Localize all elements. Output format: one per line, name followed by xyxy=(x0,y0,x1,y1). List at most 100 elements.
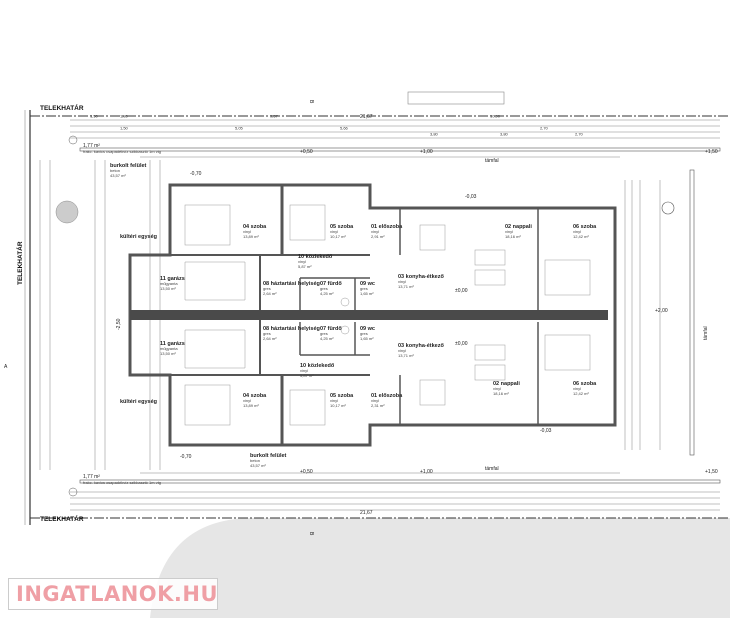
room-area: 13,89 m² xyxy=(243,234,259,239)
room-name: 10 közlekedő xyxy=(298,254,333,260)
room-floor: vinyl xyxy=(300,368,308,373)
outdoor-unit-top: kültéri egység xyxy=(120,234,157,240)
room-name: 04 szoba xyxy=(243,393,267,399)
room-floor: műgyanta xyxy=(160,281,178,286)
room-floor: vinyl xyxy=(330,398,338,403)
paving-material-top: beton xyxy=(110,168,120,173)
room-area: 10,17 m² xyxy=(330,403,346,408)
dimension-label: 3,80 xyxy=(500,132,509,137)
room-floor: gres xyxy=(320,286,328,291)
overall-width-top: 21,67 xyxy=(360,114,373,120)
room-floor: vinyl xyxy=(573,229,581,234)
room-name: 04 szoba xyxy=(243,224,267,230)
room-floor: műgyanta xyxy=(160,346,178,351)
room-area: 13,50 m² xyxy=(160,286,176,291)
room-floor: gres xyxy=(263,331,271,336)
dimension-label: 9,57 xyxy=(270,114,279,119)
drain-icon xyxy=(68,487,78,497)
room-name: 02 nappali xyxy=(505,224,532,230)
room-floor: vinyl xyxy=(298,259,306,264)
room-floor: gres xyxy=(360,286,368,291)
room-name: 02 nappali xyxy=(493,381,520,387)
room-name: 01 előszoba xyxy=(371,393,403,399)
level-mark: ±0,00 xyxy=(455,341,468,347)
level-mark: +0,50 xyxy=(300,149,313,155)
level-mark: +1,00 xyxy=(420,149,433,155)
room-area: 18,16 m² xyxy=(493,391,509,396)
level-mark: -0,03 xyxy=(540,428,552,434)
dimension-label: 5,66 xyxy=(340,126,349,131)
retaining-wall-label-right: támfal xyxy=(703,326,709,340)
watermark-text: INGATLANOK.HU xyxy=(16,582,219,606)
paving-area-bottom: 43,57 m² xyxy=(250,463,266,468)
room-area: 10,17 m² xyxy=(330,234,346,239)
retaining-wall-bottom xyxy=(79,479,721,484)
room-floor: vinyl xyxy=(398,279,406,284)
drain-icon xyxy=(68,135,78,145)
room-name: 09 wc xyxy=(360,326,375,332)
dimension-label: 2,70 xyxy=(575,132,584,137)
room-floor: vinyl xyxy=(243,229,251,234)
room-floor: gres xyxy=(320,331,328,336)
axis-a-label: A xyxy=(4,364,8,370)
room-area: 1,65 m² xyxy=(360,336,374,341)
room-floor: vinyl xyxy=(505,229,513,234)
room-area: 2,91 m² xyxy=(371,234,385,239)
retaining-wall-label-bottom: támfal xyxy=(485,466,499,472)
level-mark: -0,03 xyxy=(465,194,477,200)
room-name: 06 szoba xyxy=(573,381,597,387)
room-area: 13,71 m² xyxy=(398,353,414,358)
dimension-label: 5,05 xyxy=(235,126,244,131)
gravel-area-bottom: 1,77 m² xyxy=(83,474,100,480)
retaining-wall-label-top: támfal xyxy=(485,158,499,164)
room-name: 07 fürdő xyxy=(320,281,342,287)
gravel-desc-bottom: frakc. kavics csapadékvíz szikkasztó 1m … xyxy=(83,480,161,485)
level-mark: +1,50 xyxy=(705,149,718,155)
room-area: 2,31 m² xyxy=(371,403,385,408)
furniture xyxy=(184,204,591,426)
paving-label-bottom: burkolt felület xyxy=(250,453,287,459)
room-floor: vinyl xyxy=(493,386,501,391)
room-area: 13,71 m² xyxy=(398,284,414,289)
paving-material-bottom: beton xyxy=(250,458,260,463)
room-name: 06 szoba xyxy=(573,224,597,230)
paving-area-top: 43,57 m² xyxy=(110,173,126,178)
room-area: 5,87 m² xyxy=(300,373,314,378)
room-name: 11 garázs xyxy=(160,341,185,347)
gravel-area-top: 1,77 m² xyxy=(83,143,100,149)
level-mark: +1,50 xyxy=(705,469,718,475)
boundary-label-left: TELEKHATÁR xyxy=(15,241,24,285)
top-rectangle xyxy=(407,91,505,105)
room-name: 03 konyha-étkező xyxy=(398,274,444,280)
room-floor: vinyl xyxy=(398,348,406,353)
room-name: 01 előszoba xyxy=(371,224,403,230)
outdoor-unit-bottom: kültéri egység xyxy=(120,399,157,405)
level-mark: -2,50 xyxy=(116,318,122,330)
boundary-label-bottom: TELEKHATÁR xyxy=(40,514,84,523)
room-area: 4,25 m² xyxy=(320,291,334,296)
room-name: 10 közlekedő xyxy=(300,363,335,369)
boundary-label-top: TELEKHATÁR xyxy=(40,103,84,112)
room-name: 07 fürdő xyxy=(320,326,342,332)
room-name: 08 háztartási helyiség xyxy=(263,326,320,332)
retaining-wall-right xyxy=(689,169,695,456)
room-floor: vinyl xyxy=(330,229,338,234)
level-mark: -0,70 xyxy=(180,454,192,460)
room-area: 13,89 m² xyxy=(243,403,259,408)
section-mark-top: B xyxy=(308,100,314,104)
room-floor: gres xyxy=(263,286,271,291)
room-area: 12,42 m² xyxy=(573,391,589,396)
room-floor: gres xyxy=(360,331,368,336)
room-name: 03 konyha-étkező xyxy=(398,343,444,349)
room-name: 11 garázs xyxy=(160,276,185,282)
room-floor: vinyl xyxy=(243,398,251,403)
room-area: 2,64 m² xyxy=(263,291,277,296)
room-area: 13,50 m² xyxy=(160,351,176,356)
room-name: 05 szoba xyxy=(330,393,354,399)
level-mark: +2,00 xyxy=(655,308,668,314)
room-name: 05 szoba xyxy=(330,224,354,230)
